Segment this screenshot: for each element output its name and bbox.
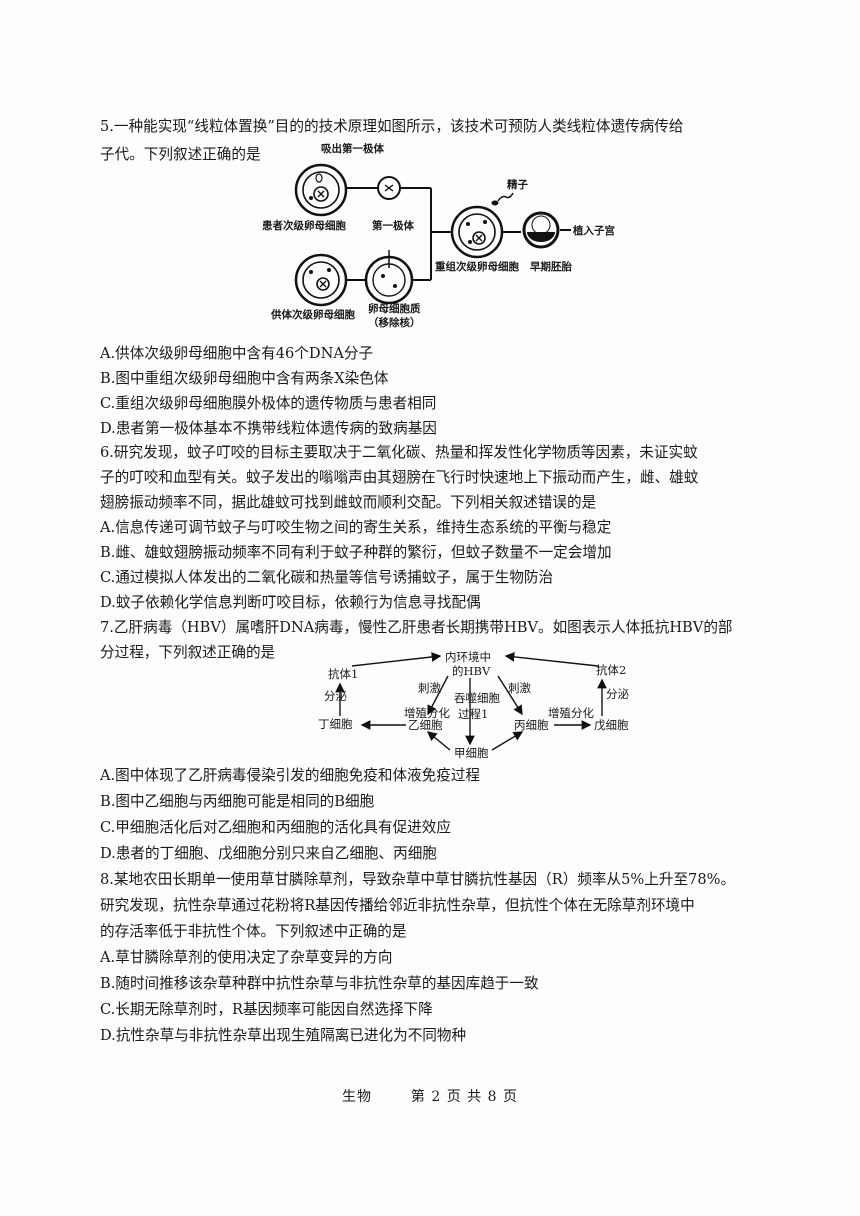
q7-hbv-immune-diagram: 内环境中 的HBV 抗体1 抗体2 分泌 分泌 丁细胞 增殖分化 乙细胞 增殖分… bbox=[318, 650, 629, 760]
label-prolif-left: 增殖分化 bbox=[404, 706, 450, 720]
q6-option-a: A.信息传递可调节蚊子与叮咬生物之间的寄生关系，维持生态系统的平衡与稳定 bbox=[100, 519, 612, 536]
recombined-oocyte-cell bbox=[450, 205, 504, 259]
q7-stem-line-2: 分过程，下列叙述正确的是 bbox=[100, 644, 276, 661]
q7-option-a: A.图中体现了乙肝病毒侵染引发的细胞免疫和体液免疫过程 bbox=[100, 767, 481, 784]
enucleated-cytoplasm-cell bbox=[364, 250, 414, 305]
label-remove-polar: 吸出第一极体 bbox=[321, 142, 384, 155]
q8-stem-line-1: 8.某地农田长期单一使用草甘膦除草剂，导致杂草中草甘膦抗性基因（R）频率从5%上… bbox=[100, 871, 736, 888]
q6-option-d: D.蚊子依赖化学信息判断叮咬目标，依赖行为信息寻找配偶 bbox=[100, 594, 481, 611]
label-env-hbv-2: 的HBV bbox=[452, 664, 491, 678]
label-cell-ding: 丁细胞 bbox=[318, 717, 353, 731]
q6-stem-line-3: 翅膀振动频率不同，据此雄蚊可找到雌蚊而顺利交配。下列相关叙述错误的是 bbox=[100, 494, 597, 511]
q5-option-a: A.供体次级卵母细胞中含有46个DNA分子 bbox=[100, 345, 374, 362]
label-phagocyte: 吞噬细胞 bbox=[454, 691, 500, 705]
q7-option-d: D.患者的丁细胞、戊细胞分别只来自乙细胞、丙细胞 bbox=[100, 845, 437, 862]
patient-oocyte-cell bbox=[294, 163, 348, 217]
label-recombined: 重组次级卵母细胞 bbox=[435, 260, 519, 273]
q6-stem-line-1: 6.研究发现，蚊子叮咬的目标主要取决于二氧化碳、热量和挥发性化学物质等因素，未证… bbox=[100, 444, 698, 461]
q8-stem-line-2: 研究发现，抗性杂草通过花粉将R基因传播给邻近非抗性杂草，但抗性个体在无除草剂环境… bbox=[100, 897, 695, 914]
donor-oocyte-cell bbox=[294, 253, 348, 307]
sperm-icon bbox=[491, 192, 514, 206]
q8-option-c: C.长期无除草剂时，R基因频率可能因自然选择下降 bbox=[100, 1001, 433, 1018]
label-antibody-2: 抗体2 bbox=[596, 663, 626, 677]
q8-option-b: B.随时间推移该杂草种群中抗性杂草与非抗性杂草的基因库趋于一致 bbox=[100, 975, 539, 992]
page-footer: 生物 第 2 页 共 8 页 bbox=[0, 1086, 860, 1106]
q7-option-c: C.甲细胞活化后对乙细胞和丙细胞的活化具有促进效应 bbox=[100, 819, 451, 836]
label-cytoplasm: 卵母细胞质 bbox=[368, 302, 421, 315]
q5-stem-line-1: 5.一种能实现“线粒体置换”目的的技术原理如图所示，该技术可预防人类线粒体遗传病… bbox=[100, 118, 684, 135]
q7-stem-line-1: 7.乙肝病毒（HBV）属嗜肝DNA病毒，慢性乙肝患者长期携带HBV。如图表示人体… bbox=[100, 619, 733, 636]
label-embryo: 早期胚胎 bbox=[530, 260, 572, 273]
label-nucleus-removed: （移除核） bbox=[368, 316, 421, 329]
q6-option-c: C.通过模拟人体发出的二氧化碳和热量等信号诱捕蚊子，属于生物防治 bbox=[100, 569, 554, 586]
label-env-hbv-1: 内环境中 bbox=[445, 650, 491, 664]
q6-option-b: B.雌、雄蚊翅膀振动频率不同有利于蚊子种群的繁衍，但蚊子数量不一定会增加 bbox=[100, 544, 612, 561]
q8-stem-line-3: 的存活率低于非抗性个体。下列叙述中正确的是 bbox=[100, 923, 407, 940]
q8-option-d: D.抗性杂草与非抗性杂草出现生殖隔离已进化为不同物种 bbox=[100, 1027, 467, 1044]
label-first-polar: 第一极体 bbox=[372, 219, 414, 232]
q5-stem-line-2: 子代。下列叙述正确的是 bbox=[100, 146, 261, 163]
early-embryo-icon bbox=[522, 211, 560, 249]
label-cell-jia: 甲细胞 bbox=[454, 746, 489, 760]
label-secrete-right: 分泌 bbox=[606, 687, 629, 701]
q5-option-c: C.重组次级卵母细胞膜外极体的遗传物质与患者相同 bbox=[100, 395, 437, 412]
label-cell-wu: 戊细胞 bbox=[594, 718, 629, 732]
label-sperm: 精子 bbox=[507, 178, 528, 191]
label-antibody-1: 抗体1 bbox=[328, 667, 358, 681]
q5-option-b: B.图中重组次级卵母细胞中含有两条X染色体 bbox=[100, 370, 389, 387]
label-process-1: 过程1 bbox=[458, 707, 488, 721]
label-donor-oocyte: 供体次级卵母细胞 bbox=[270, 308, 355, 321]
footer-subject: 生物 bbox=[342, 1089, 372, 1105]
label-secrete-left: 分泌 bbox=[324, 689, 347, 703]
q6-stem-line-2: 子的叮咬和血型有关。蚊子发出的嗡嗡声由其翅膀在飞行时快速地上下振动而产生，雌、雄… bbox=[100, 469, 699, 486]
label-cell-bing: 丙细胞 bbox=[514, 718, 549, 732]
q5-option-d: D.患者第一极体基本不携带线粒体遗传病的致病基因 bbox=[100, 420, 437, 437]
label-prolif-right: 增殖分化 bbox=[548, 706, 594, 720]
q8-option-a: A.草甘膦除草剂的使用决定了杂草变异的方向 bbox=[100, 949, 393, 966]
label-implant: 植入子宫 bbox=[572, 224, 615, 237]
label-stimulate-right: 刺激 bbox=[508, 681, 531, 695]
footer-page-number: 第 2 页 共 8 页 bbox=[410, 1089, 518, 1105]
q5-mitochondria-diagram: 吸出第一极体 精子 患者次级卵母细胞 第一极体 植入子宫 重组次级卵母细胞 早期… bbox=[262, 142, 615, 329]
label-cell-yi: 乙细胞 bbox=[408, 718, 443, 732]
q7-option-b: B.图中乙细胞与丙细胞可能是相同的B细胞 bbox=[100, 793, 375, 810]
label-stimulate-left: 刺激 bbox=[418, 681, 441, 695]
label-patient-oocyte: 患者次级卵母细胞 bbox=[262, 219, 346, 232]
first-polar-body bbox=[377, 176, 401, 200]
